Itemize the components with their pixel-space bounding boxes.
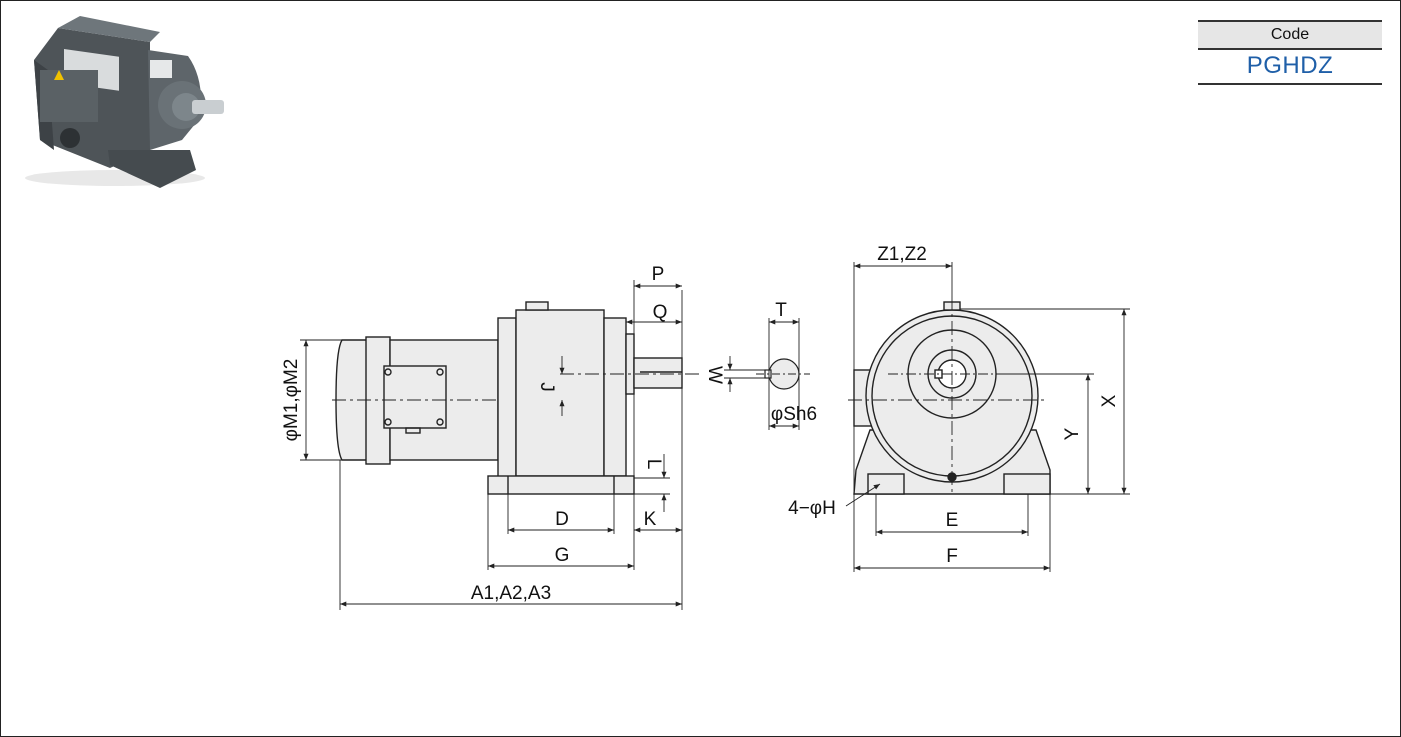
dim-label-s: φSh6 [771,404,817,425]
code-box: Code PGHDZ [1198,20,1382,85]
code-label: Code [1198,22,1382,50]
dim-label-m: φM1,φM2 [281,359,302,442]
dim-label-j: J [536,382,557,392]
dim-label-h: 4−φH [788,498,836,519]
dim-label-t: T [775,300,787,321]
dim-label-z: Z1,Z2 [877,244,927,265]
dimension-labels: P Q T W J L K D G A1,A2,A3 φM1,φM2 φSh6 … [281,244,1120,604]
dim-label-e: E [946,510,959,531]
motor-photo [25,16,224,188]
dim-label-p: P [652,264,665,285]
dim-label-l: L [643,459,664,470]
dim-label-d: D [555,509,569,530]
dim-label-w: W [704,366,725,384]
dim-label-k: K [644,509,657,530]
code-value: PGHDZ [1246,52,1334,79]
dim-label-x: X [1099,394,1120,407]
dim-label-y: Y [1062,427,1083,440]
dim-label-q: Q [653,302,668,323]
side-view [335,301,683,495]
dim-label-a: A1,A2,A3 [471,583,551,604]
dim-label-f: F [946,546,958,567]
dim-label-g: G [555,545,570,566]
